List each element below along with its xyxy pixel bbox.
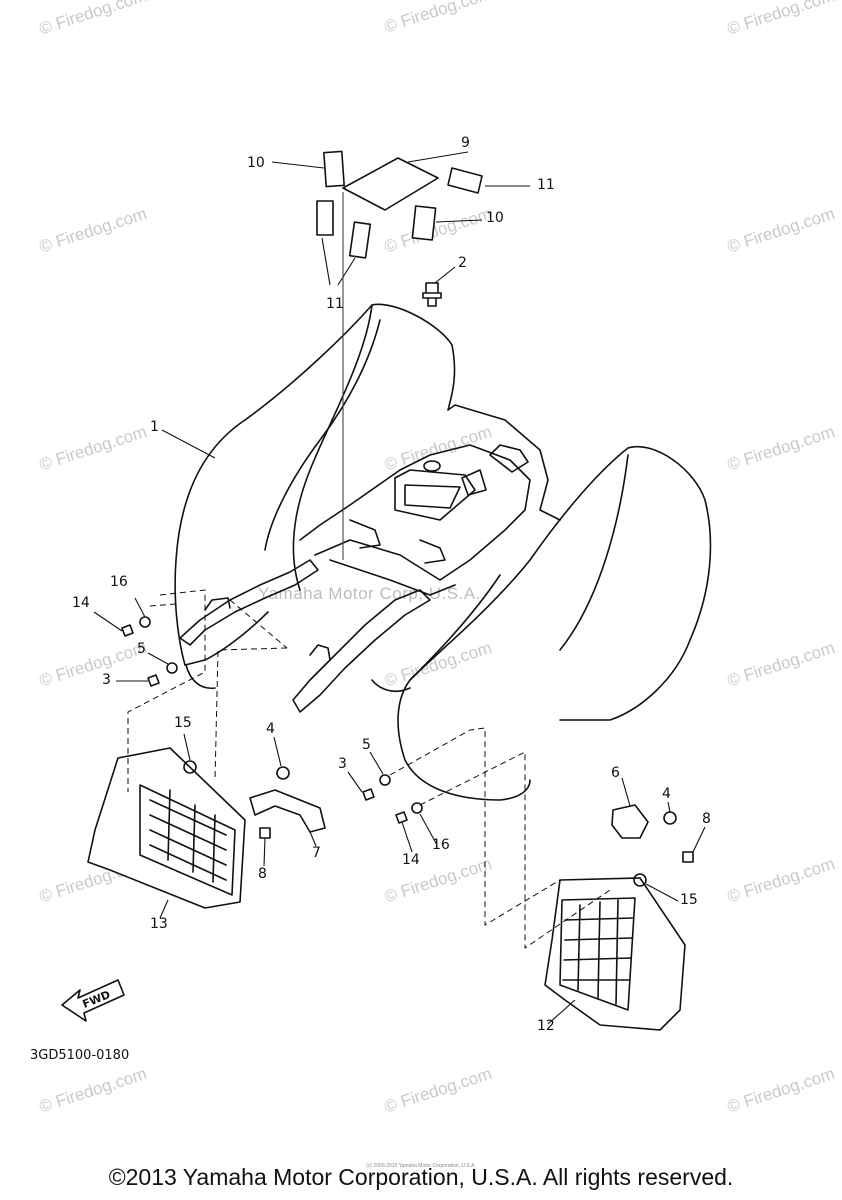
callout-10: 10 (247, 155, 265, 171)
callout-14: 14 (402, 852, 420, 868)
pad-11-left-a (316, 200, 334, 236)
callout-10: 10 (486, 210, 504, 226)
bolt-3-left (147, 674, 160, 687)
callout-15: 15 (680, 892, 698, 908)
washer-16-left (139, 616, 151, 628)
tiny-copyright: (c) 2000-2015 Yamaha Motor Corporation, … (366, 1163, 476, 1169)
part-code: 3GD5100-0180 (30, 1048, 130, 1063)
callout-16: 16 (432, 837, 450, 853)
mud-flap-12 (544, 877, 686, 1031)
callout-3: 3 (338, 756, 347, 772)
nut-4-left (276, 766, 290, 780)
pad-11-top-right (447, 167, 483, 194)
washer-16-right (411, 802, 423, 814)
callout-11: 11 (326, 296, 344, 312)
callout-5: 5 (362, 737, 371, 753)
callout-15: 15 (174, 715, 192, 731)
pad-10-right (411, 205, 437, 241)
callout-16: 16 (110, 574, 128, 590)
fender-right-wing (559, 445, 712, 721)
bolt-2 (422, 282, 442, 307)
washer-5-right (379, 774, 391, 786)
callout-7: 7 (312, 845, 321, 861)
bolt-14-right (395, 811, 408, 824)
bolt-14-left (121, 624, 134, 637)
callout-9: 9 (461, 135, 470, 151)
callout-6: 6 (611, 765, 620, 781)
pad-11-left-b (348, 221, 372, 259)
callout-12: 12 (537, 1018, 555, 1034)
bolt-8-right (682, 851, 694, 863)
pad-10-top-left (323, 150, 345, 188)
bolt-3-right (362, 788, 375, 801)
callout-2: 2 (458, 255, 467, 271)
center-watermark: Yamaha Motor Corp, U.S.A. (258, 584, 481, 603)
bolt-8-left (259, 827, 271, 839)
callout-14: 14 (72, 595, 90, 611)
washer-5-left (166, 662, 178, 674)
callout-4: 4 (266, 721, 275, 737)
callout-8: 8 (702, 811, 711, 827)
nut-15-left (183, 760, 197, 774)
nut-15-right (633, 873, 647, 887)
callout-8: 8 (258, 866, 267, 882)
bracket-7 (249, 789, 326, 833)
fender-left-wing (174, 303, 561, 666)
callout-13: 13 (150, 916, 168, 932)
callout-5: 5 (137, 641, 146, 657)
seat-pad (342, 157, 439, 211)
copyright-footer: ©2013 Yamaha Motor Corporation, U.S.A. A… (108, 1164, 734, 1190)
callout-1: 1 (150, 419, 159, 435)
callout-4: 4 (662, 786, 671, 802)
mud-flap-13 (87, 747, 246, 909)
bracket-6 (611, 804, 649, 839)
callout-3: 3 (102, 672, 111, 688)
fwd-arrow (61, 979, 125, 1022)
callout-11: 11 (537, 177, 555, 193)
nut-4-right (663, 811, 677, 825)
